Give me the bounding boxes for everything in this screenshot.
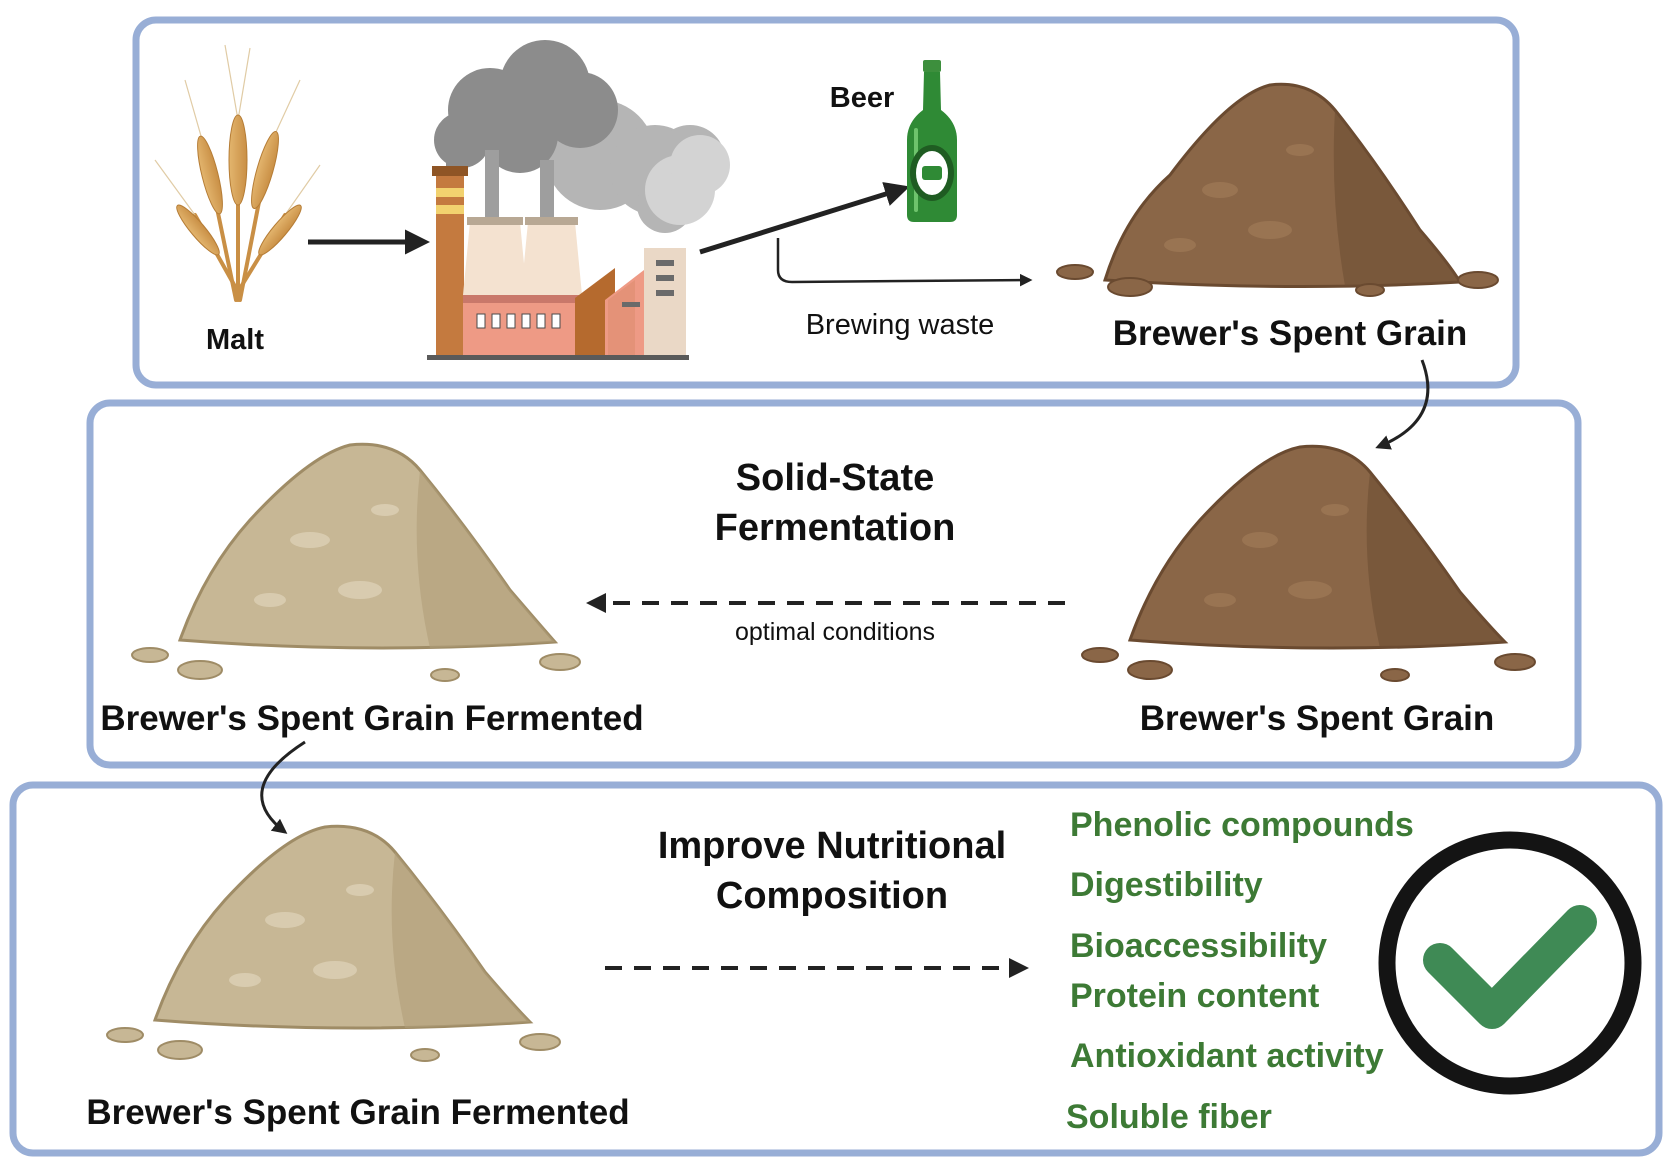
bsg-label-panel2: Brewer's Spent Grain: [1140, 699, 1495, 738]
nutrition-title-line1: Improve Nutritional: [658, 825, 1006, 867]
ssf-title-line1: Solid-State: [736, 457, 934, 499]
arrow-panel1-to-panel2: [1375, 359, 1430, 450]
arrow-panel2-to-panel3: [260, 740, 306, 834]
brewery-factory-icon: [427, 40, 730, 360]
fermented-label-panel2: Brewer's Spent Grain Fermented: [100, 699, 643, 738]
arrow-factory-to-beer: [699, 182, 910, 255]
benefit-item-digestibility: Digestibility: [1070, 866, 1263, 904]
beer-bottle-icon: [907, 60, 957, 222]
malt-label: Malt: [206, 324, 264, 356]
brewing-waste-label: Brewing waste: [806, 309, 995, 341]
panel-fermentation: [86, 399, 1582, 769]
benefit-item-fiber: Soluble fiber: [1066, 1098, 1272, 1136]
benefit-item-bioaccessibility: Bioaccessibility: [1070, 927, 1327, 965]
panel-brewing: [132, 16, 1520, 389]
nutrition-title-line2: Composition: [716, 875, 948, 917]
optimal-conditions-label: optimal conditions: [735, 618, 935, 646]
fermented-grain-pile-icon-2: [106, 824, 561, 1062]
beer-label: Beer: [830, 82, 895, 114]
bsg-label-panel1: Brewer's Spent Grain: [1113, 314, 1468, 353]
fermented-label-panel3: Brewer's Spent Grain Fermented: [86, 1093, 629, 1132]
ssf-title-line2: Fermentation: [715, 507, 956, 549]
benefit-item-protein: Protein content: [1070, 977, 1319, 1015]
benefit-item-phenolic: Phenolic compounds: [1070, 806, 1414, 844]
spent-grain-pile-icon-2: [1081, 444, 1536, 682]
check-circle-icon: [1378, 831, 1642, 1095]
wheat-icon: [154, 44, 321, 302]
fermented-grain-pile-icon: [131, 442, 581, 682]
spent-grain-pile-icon: [1056, 82, 1499, 297]
panel-nutrition: [9, 781, 1663, 1157]
benefit-item-antioxidant: Antioxidant activity: [1070, 1037, 1384, 1075]
arrow-factory-to-waste: [776, 238, 1033, 287]
